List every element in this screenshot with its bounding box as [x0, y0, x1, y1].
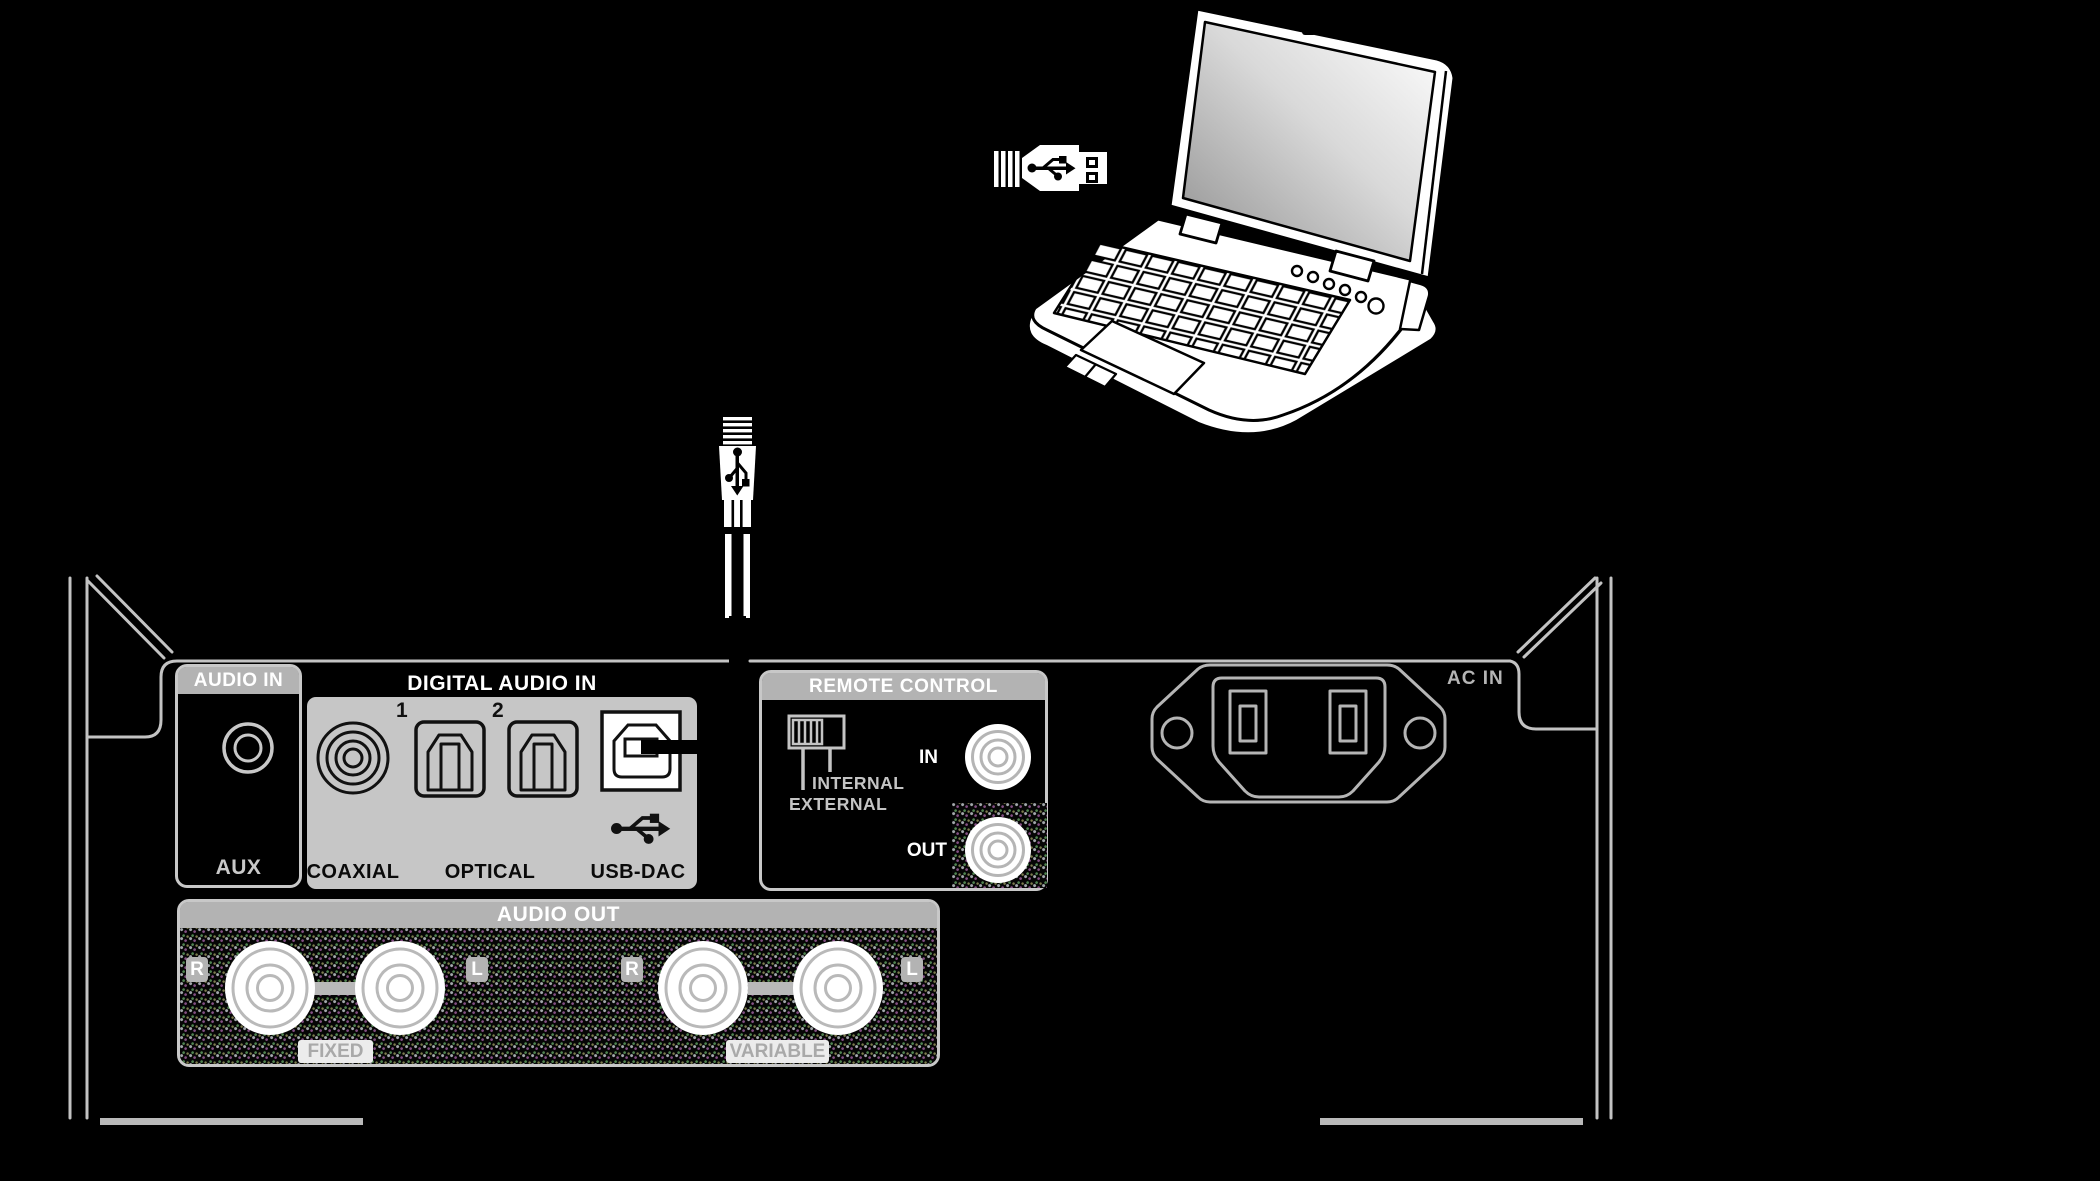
channel-tag-variable-l: L [901, 957, 923, 982]
aux-jack-icon [222, 722, 274, 774]
coaxial-label: COAXIAL [306, 861, 400, 883]
ac-inlet-icon [1150, 663, 1447, 804]
coaxial-connector-icon [316, 721, 390, 795]
audio-out-header: AUDIO OUT [180, 902, 937, 928]
usb-plug-b-icon [719, 417, 756, 527]
remote-in-label: IN [919, 747, 938, 768]
aux-label: AUX [215, 856, 262, 879]
internal-label: INTERNAL [812, 773, 905, 793]
usb-cable [641, 534, 750, 754]
rca-jack-variable-r [658, 941, 748, 1035]
audio-in-section: AUDIO IN [175, 664, 302, 888]
variable-label: VARIABLE [726, 1040, 829, 1063]
rca-jack-fixed-r [225, 941, 315, 1035]
audio-in-header: AUDIO IN [178, 667, 299, 694]
remote-switch-icon [787, 714, 846, 790]
optical-connector-1-icon [414, 720, 486, 798]
optical-connector-2-icon [507, 720, 579, 798]
optical-2-number: 2 [492, 699, 504, 722]
remote-in-jack-icon [965, 724, 1031, 790]
usb-dac-label: USB-DAC [590, 861, 686, 883]
ac-in-label: AC IN [1447, 668, 1504, 689]
channel-tag-fixed-r: R [186, 957, 208, 982]
external-label: EXTERNAL [789, 794, 888, 814]
rca-jack-variable-l [793, 941, 883, 1035]
usb-trident-icon [609, 811, 671, 846]
chassis-feet [100, 1118, 1583, 1125]
channel-tag-variable-r: R [621, 957, 643, 982]
laptop-icon [1027, 7, 1456, 435]
remote-out-jack-icon [965, 817, 1031, 883]
optical-label: OPTICAL [444, 861, 536, 883]
rca-jack-fixed-l [355, 941, 445, 1035]
digital-audio-in-header: DIGITAL AUDIO IN [407, 672, 597, 695]
chassis-outline [68, 574, 1613, 1120]
optical-1-number: 1 [396, 699, 408, 722]
audio-out-jacks [225, 941, 883, 1035]
channel-tag-fixed-l: L [466, 957, 488, 982]
remote-control-header: REMOTE CONTROL [762, 673, 1045, 700]
fixed-label: FIXED [298, 1040, 373, 1063]
usb-plug-a-icon [994, 145, 1107, 191]
remote-out-label: OUT [906, 840, 947, 861]
